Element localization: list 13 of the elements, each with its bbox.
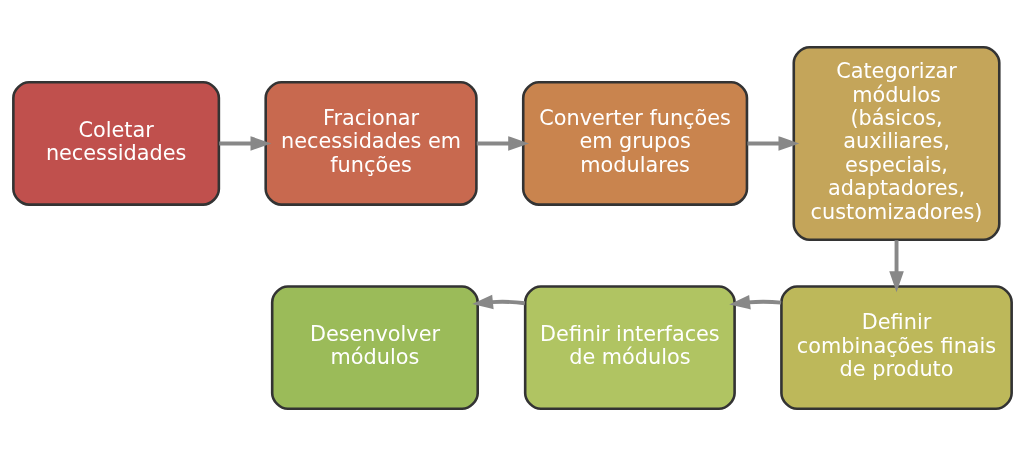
arrow [889, 239, 904, 292]
node-box: Converter funções em grupos modulares [521, 80, 749, 206]
arrow [219, 135, 272, 151]
node-box: Coletar necessidades [12, 80, 221, 206]
arrow [729, 294, 782, 309]
node-box: Definir interfaces de módulos [523, 284, 736, 410]
node-box: Fracionar necessidades em funções [264, 80, 478, 206]
arrow [472, 294, 526, 309]
node-box: Categorizar módulos (básicos, auxiliares, especiais, adaptadores, customizadores) [792, 45, 1001, 241]
arrow [747, 135, 800, 151]
node-box: Definir combinações finais de produto [780, 284, 1013, 410]
node-box: Desenvolver módulos [270, 284, 479, 410]
arrow [476, 135, 530, 151]
